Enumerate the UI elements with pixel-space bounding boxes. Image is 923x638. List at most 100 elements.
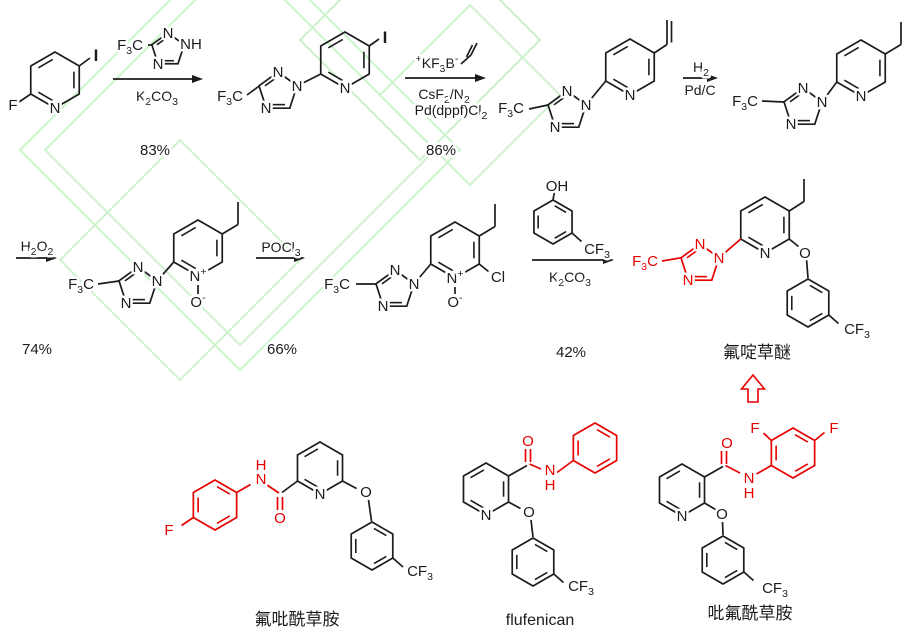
group-F3C: F3C <box>732 93 758 113</box>
double-bond <box>304 448 319 458</box>
ring <box>150 31 186 65</box>
atom-F: F <box>164 522 173 539</box>
double-bond <box>747 236 764 247</box>
watermark-line <box>298 0 542 162</box>
atom-N: N <box>261 100 272 117</box>
bond <box>478 263 490 273</box>
reaction-arrow-head <box>707 74 718 82</box>
double-bond <box>596 428 611 438</box>
bond <box>756 464 772 475</box>
double-bond <box>554 205 567 214</box>
atom-N: N <box>714 250 725 267</box>
atom-F: F <box>829 420 838 437</box>
double-bond <box>180 259 197 270</box>
double-bond <box>794 463 809 473</box>
bond <box>585 80 607 106</box>
double-bond <box>843 46 860 57</box>
bond <box>470 42 478 56</box>
bond <box>553 573 565 584</box>
atom-O: O <box>274 510 286 527</box>
bond <box>266 484 280 494</box>
double-bond <box>666 470 681 480</box>
bond <box>508 464 528 477</box>
bond <box>296 73 322 87</box>
bond <box>552 191 556 201</box>
double-bond <box>666 500 681 510</box>
bond <box>743 571 755 582</box>
double-bond <box>794 433 809 443</box>
bond <box>97 280 120 285</box>
bond <box>413 263 432 285</box>
atom-N: N <box>152 273 163 290</box>
group-CF3: CF3 <box>407 563 433 583</box>
bond <box>236 483 251 494</box>
reaction-arrow-head <box>475 74 486 82</box>
double-bond <box>612 45 629 56</box>
bond <box>156 261 175 282</box>
reagent-pdc: Pd/C <box>684 82 715 98</box>
atom-H: H <box>744 485 755 502</box>
atom-N: N <box>744 470 755 487</box>
ring <box>533 199 573 245</box>
double-bond <box>327 71 344 82</box>
atom-O: O <box>522 433 534 450</box>
bond <box>704 465 724 478</box>
bond <box>653 43 668 54</box>
atom-N: N <box>677 508 688 525</box>
double-bond <box>304 478 319 488</box>
group-CF3: CF3 <box>844 321 870 341</box>
atom-N: N <box>581 97 592 114</box>
bond <box>788 238 800 248</box>
bond <box>460 54 472 65</box>
atom-N: N <box>786 116 797 133</box>
double-bond <box>470 499 485 509</box>
group-F3C: F3C <box>498 100 524 120</box>
double-bond <box>437 261 454 272</box>
bond <box>221 223 239 235</box>
atom-O: O <box>721 435 733 452</box>
atom-N: N <box>340 80 351 97</box>
bond <box>556 459 574 474</box>
reagent-vinylborate: +KF3B- <box>416 53 459 75</box>
atom-I: I <box>94 46 99 65</box>
bond-layer <box>18 20 902 587</box>
ring <box>546 89 588 129</box>
atom-N: N <box>856 88 867 105</box>
reagent-k2co3: K2CO3 <box>549 269 591 289</box>
bond <box>246 85 260 96</box>
double-bond <box>216 515 231 525</box>
double-bond <box>437 228 454 239</box>
bond <box>18 93 32 103</box>
bond <box>392 557 404 568</box>
atom-N: N <box>153 56 164 73</box>
bond <box>528 104 549 110</box>
atom-N: N <box>121 295 132 312</box>
atom-N: N <box>409 276 420 293</box>
double-bond <box>264 77 277 87</box>
ring <box>374 268 416 308</box>
atom-N: N <box>133 259 144 276</box>
atom-N: N <box>798 80 809 97</box>
atom-H: H <box>256 457 267 474</box>
double-bond <box>216 485 231 495</box>
reaction-arrow-head <box>46 254 57 262</box>
atom-N: N <box>817 94 828 111</box>
atom-O: O <box>360 484 372 501</box>
ring <box>117 265 159 305</box>
atom-I: I <box>383 28 388 47</box>
atom-N: N <box>273 64 284 81</box>
bond <box>281 480 299 494</box>
atom-N: N <box>562 83 573 100</box>
double-bond <box>686 249 699 259</box>
double-bond <box>37 58 54 69</box>
bond <box>529 463 542 470</box>
ring <box>782 86 824 126</box>
watermark-line <box>58 138 302 382</box>
bond <box>721 521 724 536</box>
yield-step4: 74% <box>22 341 52 358</box>
bond <box>761 100 784 103</box>
atom-N: N <box>760 245 771 262</box>
bond <box>367 499 373 522</box>
atom-O-minus: O- <box>447 292 463 311</box>
